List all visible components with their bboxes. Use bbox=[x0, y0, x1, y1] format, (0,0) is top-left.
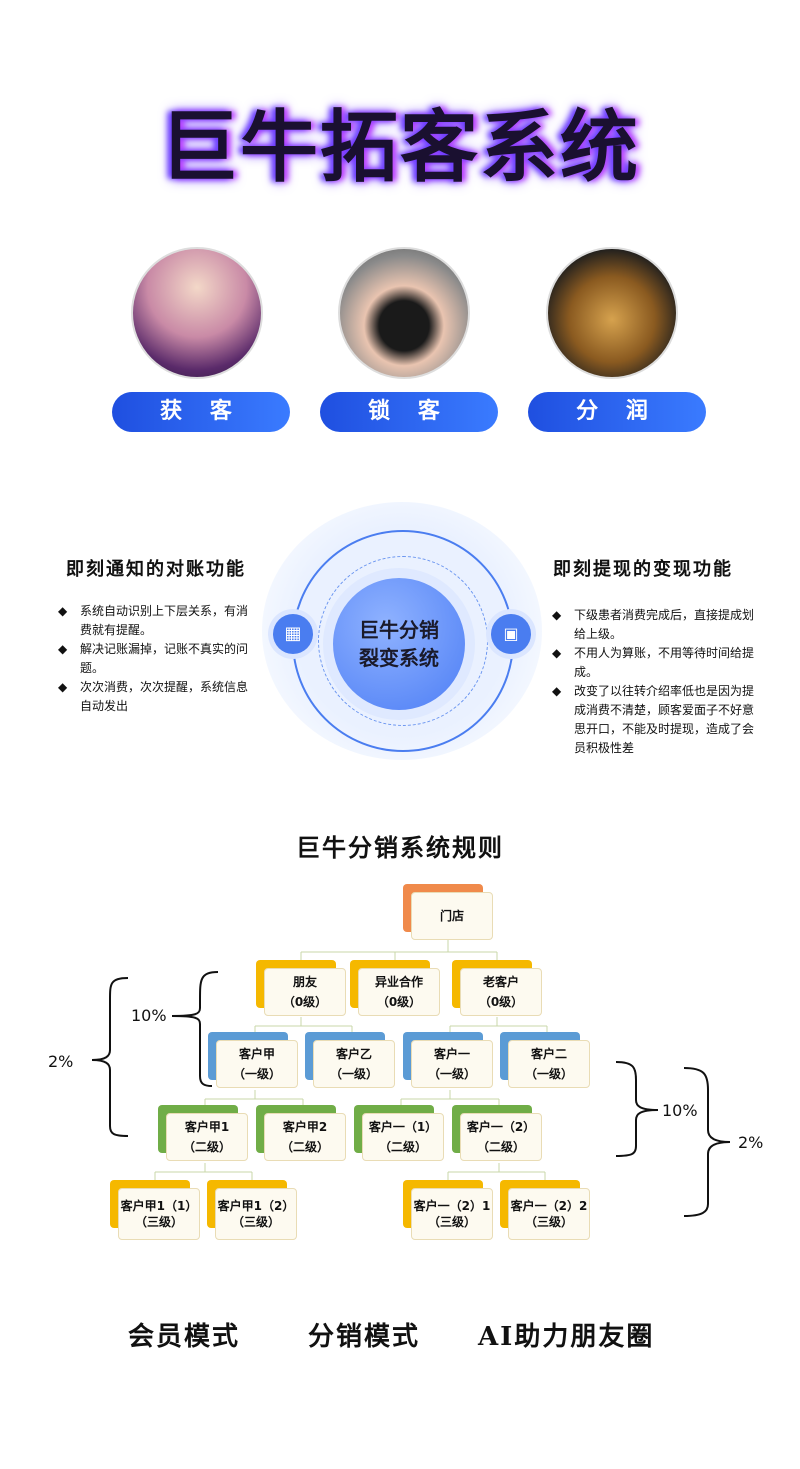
money-pile-image bbox=[546, 247, 678, 379]
node-box: 客户甲1 （二级） bbox=[166, 1113, 248, 1161]
mode-distribution: 分销模式 bbox=[308, 1322, 421, 1352]
right-item: 改变了以往转介绍率低也是因为提成消费不清楚，顾客爱面子不好意思开口，不能及时提现… bbox=[552, 682, 756, 758]
tree-node-level3: 客户甲1（1） （三级） bbox=[110, 1180, 200, 1240]
node-name: 客户甲2 bbox=[282, 1120, 328, 1134]
node-box: 客户一（2）1 （三级） bbox=[411, 1188, 493, 1240]
node-level: （一级） bbox=[524, 1067, 573, 1081]
node-name: 客户甲1（2） bbox=[217, 1199, 295, 1213]
node-name: 门店 bbox=[439, 909, 464, 923]
node-level: （一级） bbox=[232, 1067, 281, 1081]
node-box: 老客户 （0级） bbox=[460, 968, 542, 1016]
tree-node-level0: 老客户 （0级） bbox=[452, 960, 542, 1016]
rules-title: 巨牛分销系统规则 bbox=[296, 834, 504, 862]
right-list: 下级患者消费完成后，直接提成划给上级。 不用人为算账，不用等待时间给提成。 改变… bbox=[552, 606, 756, 758]
left-item: 次次消费，次次提醒，系统信息自动发出 bbox=[58, 678, 258, 716]
node-level: （0级） bbox=[376, 995, 422, 1009]
pct-right-inner: 10% bbox=[662, 1101, 698, 1120]
tree-node-level2: 客户甲2 （二级） bbox=[256, 1105, 346, 1161]
node-level: （二级） bbox=[280, 1140, 329, 1154]
right-heading: 即刻提现的变现功能 bbox=[553, 559, 733, 580]
node-name: 朋友 bbox=[292, 975, 317, 989]
node-name: 客户甲 bbox=[238, 1047, 275, 1061]
node-box: 客户一（2）2 （三级） bbox=[508, 1188, 590, 1240]
node-box: 客户甲1（1） （三级） bbox=[118, 1188, 200, 1240]
center-line1: 巨牛分销 bbox=[359, 618, 439, 642]
node-box: 客户乙 （一级） bbox=[313, 1040, 395, 1088]
node-level: （0级） bbox=[478, 995, 524, 1009]
node-level: （一级） bbox=[329, 1067, 378, 1081]
node-name: 客户甲1 bbox=[184, 1120, 230, 1134]
node-name: 客户一 bbox=[433, 1047, 470, 1061]
page-title: 巨牛拓客系统 bbox=[159, 103, 640, 193]
mode-ai-moments: AI助力朋友圈 bbox=[478, 1322, 655, 1352]
node-box: 客户二 （一级） bbox=[508, 1040, 590, 1088]
node-level: （三级） bbox=[427, 1215, 476, 1229]
node-box: 客户一（2） （二级） bbox=[460, 1113, 542, 1161]
feature-lock-button[interactable]: 锁 客 bbox=[320, 392, 498, 432]
tree-node-level1: 客户乙 （一级） bbox=[305, 1032, 395, 1088]
left-item: 系统自动识别上下层关系，有消费就有提醒。 bbox=[58, 602, 258, 640]
dashed-ring bbox=[318, 556, 488, 726]
tree-node-level3: 客户甲1（2） （三级） bbox=[207, 1180, 297, 1240]
node-level: （二级） bbox=[378, 1140, 427, 1154]
center-core: 巨牛分销 裂变系统 bbox=[333, 578, 465, 710]
pct-right-outer: 2% bbox=[738, 1133, 764, 1152]
tree-node-level2: 客户一（2） （二级） bbox=[452, 1105, 542, 1161]
node-level: （一级） bbox=[427, 1067, 476, 1081]
node-box: 客户甲2 （二级） bbox=[264, 1113, 346, 1161]
tree-node-level1: 客户一 （一级） bbox=[403, 1032, 493, 1088]
tree-node-level3: 客户一（2）1 （三级） bbox=[403, 1180, 493, 1240]
node-box: 客户甲1（2） （三级） bbox=[215, 1188, 297, 1240]
node-level: （三级） bbox=[524, 1215, 573, 1229]
mode-member: 会员模式 bbox=[128, 1322, 241, 1352]
node-name: 客户一（2）1 bbox=[413, 1199, 491, 1213]
tree-node-level0: 朋友 （0级） bbox=[256, 960, 346, 1016]
apps-icon: ▦ bbox=[273, 614, 313, 654]
handshake-image bbox=[131, 247, 263, 379]
center-line2: 裂变系统 bbox=[359, 646, 439, 670]
right-item: 下级患者消费完成后，直接提成划给上级。 bbox=[552, 606, 756, 644]
node-box: 客户一 （一级） bbox=[411, 1040, 493, 1088]
node-level: （二级） bbox=[182, 1140, 231, 1154]
node-box: 异业合作 （0级） bbox=[358, 968, 440, 1016]
node-level: （三级） bbox=[231, 1215, 280, 1229]
node-name: 客户一（2）2 bbox=[510, 1199, 588, 1213]
left-heading: 即刻通知的对账功能 bbox=[66, 559, 246, 580]
tree-node-level1: 客户甲 （一级） bbox=[208, 1032, 298, 1088]
pct-left-outer: 2% bbox=[48, 1052, 74, 1071]
node-name: 异业合作 bbox=[374, 975, 423, 989]
node-name: 客户一（1） bbox=[368, 1120, 438, 1134]
node-box: 门店 bbox=[411, 892, 493, 940]
contact-icon: ▣ bbox=[491, 614, 531, 654]
node-box: 客户甲 （一级） bbox=[216, 1040, 298, 1088]
tree-node-level0: 异业合作 （0级） bbox=[350, 960, 440, 1016]
node-level: （0级） bbox=[282, 995, 328, 1009]
tree-node-level2: 客户一（1） （二级） bbox=[354, 1105, 444, 1161]
tree-node-level2: 客户甲1 （二级） bbox=[158, 1105, 248, 1161]
tree-node-level3: 客户一（2）2 （三级） bbox=[500, 1180, 590, 1240]
left-list: 系统自动识别上下层关系，有消费就有提醒。 解决记账漏掉，记账不真实的问题。 次次… bbox=[58, 602, 258, 716]
node-box: 朋友 （0级） bbox=[264, 968, 346, 1016]
tree-node-level1: 客户二 （一级） bbox=[500, 1032, 590, 1088]
node-name: 老客户 bbox=[482, 975, 519, 989]
node-level: （二级） bbox=[476, 1140, 525, 1154]
card-payment-image bbox=[338, 247, 470, 379]
pct-left-inner: 10% bbox=[131, 1006, 167, 1025]
node-box: 客户一（1） （二级） bbox=[362, 1113, 444, 1161]
node-name: 客户二 bbox=[530, 1047, 567, 1061]
left-item: 解决记账漏掉，记账不真实的问题。 bbox=[58, 640, 258, 678]
feature-acquire-button[interactable]: 获 客 bbox=[112, 392, 290, 432]
node-level: （三级） bbox=[134, 1215, 183, 1229]
tree-node-root: 门店 bbox=[403, 884, 493, 940]
right-item: 不用人为算账，不用等待时间给提成。 bbox=[552, 644, 756, 682]
node-name: 客户乙 bbox=[335, 1047, 372, 1061]
node-name: 客户一（2） bbox=[466, 1120, 536, 1134]
feature-share-button[interactable]: 分 润 bbox=[528, 392, 706, 432]
node-name: 客户甲1（1） bbox=[120, 1199, 198, 1213]
